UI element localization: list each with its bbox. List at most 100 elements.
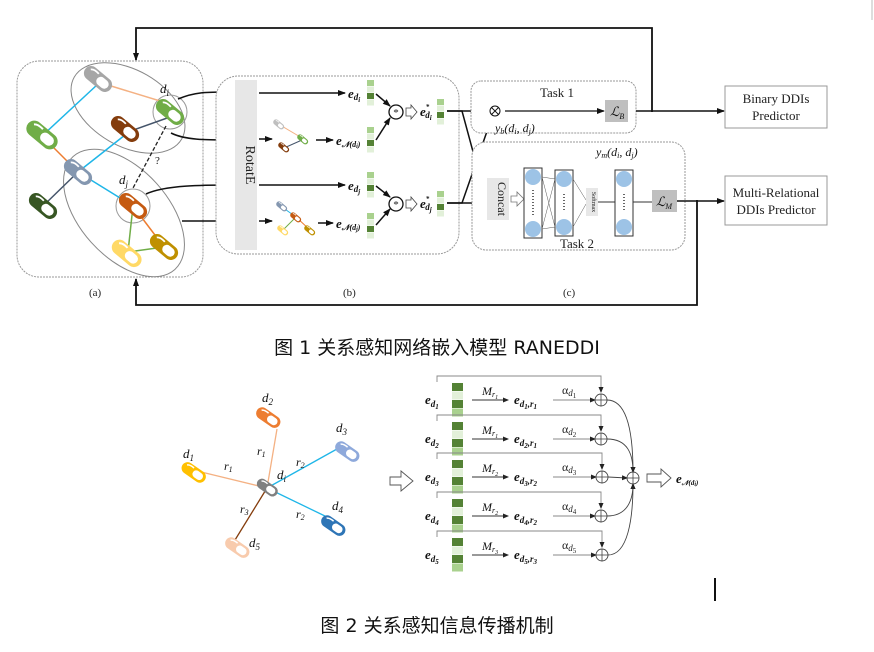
transform-label: Mr3: [481, 539, 498, 556]
vector-cell: [437, 118, 444, 125]
vector-cell: [437, 99, 444, 105]
attention-weight-label: αd1: [562, 383, 577, 400]
vector-cell: [452, 563, 463, 572]
row-embedding-label: ed2: [425, 431, 439, 450]
emb-di-label: edi: [348, 86, 360, 104]
feedback-arrow-top: [133, 27, 653, 112]
task1-output-label: yb(di, dj): [494, 121, 535, 136]
vector-e-neighbors-j: [367, 213, 374, 239]
output-arrow-icon: [646, 467, 672, 489]
propagation-row: ed3 Mr2 ed3,r2 αd3: [425, 452, 628, 494]
vector-e-di: [367, 80, 374, 106]
node-label-d2: d2: [262, 390, 274, 407]
relation-label: r1: [224, 459, 233, 474]
neighborhood-subgraph-i: [271, 117, 310, 154]
vector-cell: [367, 127, 374, 133]
vector-cell: [452, 439, 463, 447]
rotate-encoder-label: RotatE: [242, 146, 257, 185]
svg-text:Multi-Relational: Multi-Relational: [733, 185, 820, 200]
task1-title: Task 1: [540, 85, 574, 100]
vector-cell: [452, 516, 463, 524]
vector-e-dj: [367, 172, 374, 198]
vector-cell: [452, 422, 463, 430]
vector-cell: [367, 232, 374, 239]
relation-label: r2: [296, 507, 305, 522]
svg-text:Binary DDIs: Binary DDIs: [743, 91, 810, 106]
multi-loss-label: ℒM: [656, 194, 673, 211]
attention-weight-label: αd2: [562, 422, 577, 439]
vector-cell: [452, 507, 463, 516]
group-ellipse-j: [63, 148, 185, 278]
transformed-embedding-label: ed1,r1: [514, 392, 537, 411]
relation-star-graph: d1 d2 d3 d4 d5 di r1 r1 r2 r2 r3: [178, 390, 363, 561]
row-embedding-label: ed3: [425, 469, 439, 488]
nn-node: [525, 169, 541, 185]
focus-circle-i: [152, 94, 188, 130]
vector-cell: [367, 172, 374, 178]
softmax-block: [586, 188, 598, 216]
vector-cell: [367, 226, 374, 232]
embedding-vectors: [367, 80, 444, 239]
neighbor-pill-d5: [222, 534, 253, 561]
transform-label: Mr2: [481, 461, 498, 478]
transformed-embedding-label: ed3,r2: [514, 469, 538, 488]
feedback-arrow-bottom: [133, 200, 698, 306]
binary-loss-box: [605, 100, 628, 122]
rotate-encoder-block: [235, 80, 257, 250]
aggregation: e𝒩(di): [626, 467, 698, 489]
transformed-embedding-label: ed2,r1: [514, 431, 537, 450]
vector-cell: [452, 477, 463, 485]
svg-text:Predictor: Predictor: [752, 108, 800, 123]
nn-node: [616, 171, 632, 187]
emb-neighbors-i-label: e𝒩(di): [336, 133, 361, 150]
neighborhood-embedding-label: e𝒩(di): [676, 471, 698, 488]
vector-cell: [437, 210, 444, 217]
svg-text:*: *: [393, 199, 399, 211]
unknown-link-label: ?: [155, 155, 160, 167]
transformed-embedding-label: ed5,r3: [514, 547, 538, 566]
node-label-d1: d1: [183, 446, 194, 463]
panel-b-label: (b): [343, 287, 356, 299]
vector-cell: [437, 197, 444, 204]
focus-circle-j: [115, 188, 151, 224]
transformed-embedding-label: ed4,r2: [514, 508, 538, 527]
neighbor-pill-d1: [178, 459, 209, 486]
vector-cell: [367, 80, 374, 86]
emb-star-di-label: e*di: [420, 103, 432, 122]
label-di: di: [160, 81, 170, 98]
vector-cell: [367, 140, 374, 146]
vector-cell: [437, 105, 444, 112]
emb-star-dj-label: e*dj: [420, 195, 432, 214]
emb-neighbors-j-label: e𝒩(dj): [336, 216, 361, 233]
nn-node: [556, 219, 572, 235]
row-embedding-label: ed1: [425, 392, 439, 411]
svg-text:DDIs Predictor: DDIs Predictor: [736, 202, 816, 217]
vector-cell: [452, 383, 463, 391]
vector-cell: [367, 99, 374, 106]
attention-weight-label: αd3: [562, 460, 577, 477]
panel-c-label: (c): [563, 287, 576, 299]
nn-node: [616, 219, 632, 235]
combine-op-i: *: [375, 93, 418, 141]
combine-op-j: *: [375, 185, 418, 226]
nn-node: [525, 221, 541, 237]
binary-ddi-predictor: Binary DDIs Predictor: [724, 85, 828, 129]
binary-loss-label: ℒB: [610, 104, 624, 121]
transform-label: Mr2: [481, 500, 498, 517]
panel-a-frame: [16, 60, 204, 278]
vector-cell: [452, 430, 463, 439]
vector-cell: [367, 219, 374, 226]
mlp-network: Softmax: [523, 167, 652, 239]
vector-cell: [452, 555, 463, 563]
vector-cell: [437, 204, 444, 210]
vector-e-star-dj: [437, 191, 444, 217]
vector-e-star-di: [437, 99, 444, 125]
vector-cell: [452, 485, 463, 494]
concat-block: [487, 178, 509, 220]
